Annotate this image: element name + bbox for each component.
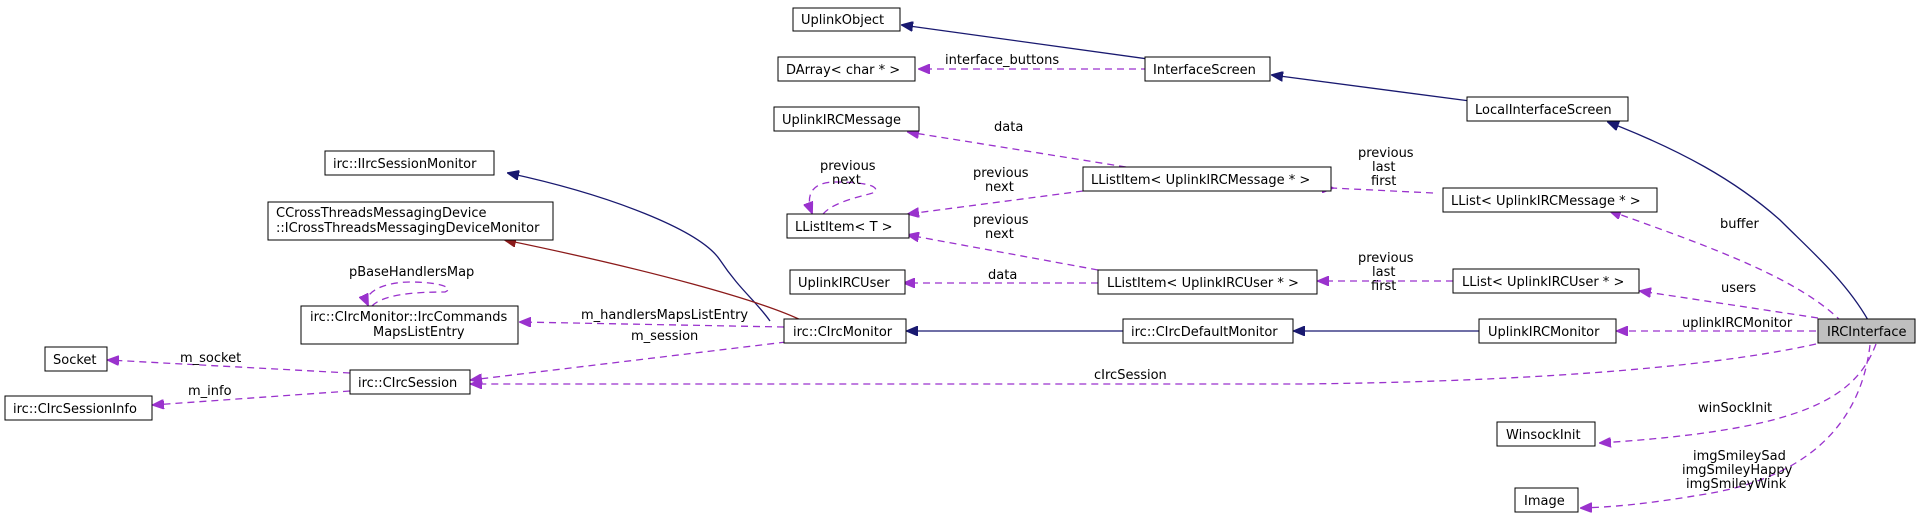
node-llist-message-label: LList< UplinkIRCMessage * > (1451, 194, 1641, 209)
node-llistitem-t-label: LListItem< T > (795, 220, 893, 235)
edge-ircsession-to-socket (108, 360, 351, 374)
edge-ircinterface-to-winsockinit (1600, 343, 1877, 443)
label-winsockinit: winSockInit (1698, 401, 1772, 416)
node-image[interactable]: Image (1514, 487, 1579, 513)
label-m-info: m_info (188, 384, 232, 399)
node-llistitem-user[interactable]: LListItem< UplinkIRCUser * > (1097, 269, 1318, 295)
node-llist-message[interactable]: LList< UplinkIRCMessage * > (1442, 187, 1658, 213)
node-darray-char-label: DArray< char * > (786, 63, 900, 78)
node-uplinkobject[interactable]: UplinkObject (792, 7, 901, 32)
label-buffer: buffer (1720, 217, 1759, 232)
node-uplinkircmessage[interactable]: UplinkIRCMessage (773, 106, 920, 132)
edge-localinterfacescreen-to-interfacescreen (1272, 75, 1471, 102)
node-llistitem-t[interactable]: LListItem< T > (786, 213, 910, 239)
edge-llistitemuser-to-llistitemt (908, 235, 1099, 271)
label-m-socket: m_socket (180, 351, 241, 366)
label-msglist-previous: previous (1358, 146, 1414, 161)
label-useritem-previous: previous (973, 213, 1029, 228)
node-socket[interactable]: Socket (44, 346, 108, 372)
node-iircsessionmonitor[interactable]: irc::IIrcSessionMonitor (324, 150, 495, 176)
edge-ircmonitor-to-commandsmaps (520, 322, 785, 328)
node-uplinkircmonitor[interactable]: UplinkIRCMonitor (1478, 318, 1617, 344)
node-ircsession[interactable]: irc::CIrcSession (349, 369, 471, 395)
node-uplinkircmessage-label: UplinkIRCMessage (782, 113, 901, 128)
node-llist-user-label: LList< UplinkIRCUser * > (1462, 275, 1624, 290)
label-imgsmileysad: imgSmileySad (1693, 449, 1786, 464)
edge-ircsession-to-sessioninfo (153, 390, 351, 405)
edge-ircinterface-to-llistuser (1640, 291, 1819, 319)
node-llistitem-message-label: LListItem< UplinkIRCMessage * > (1091, 173, 1310, 188)
edge-ircmonitor-to-isessionmonitor (508, 173, 771, 322)
node-winsockinit-label: WinsockInit (1506, 428, 1581, 443)
node-ircsessioninfo-label: irc::CIrcSessionInfo (13, 402, 137, 417)
node-irccommands-line2: MapsListEntry (373, 325, 465, 340)
node-iircsessionmonitor-label: irc::IIrcSessionMonitor (333, 157, 477, 172)
node-uplinkircmonitor-label: UplinkIRCMonitor (1488, 325, 1600, 340)
label-userlist-last: last (1372, 265, 1395, 280)
node-darray-char[interactable]: DArray< char * > (777, 56, 916, 82)
edge-ircmonitor-to-ircsession (471, 341, 787, 380)
node-winsockinit[interactable]: WinsockInit (1496, 421, 1596, 447)
node-image-label: Image (1524, 494, 1565, 509)
label-circsession: cIrcSession (1094, 368, 1167, 383)
node-ircsession-label: irc::CIrcSession (358, 376, 457, 391)
node-ircinterface-label: IRCInterface (1827, 325, 1907, 340)
node-crossthreads-line2: ::ICrossThreadsMessagingDeviceMonitor (276, 221, 540, 236)
label-msgitem-next: next (985, 180, 1014, 195)
edge-llistmsg-to-llistitemmsg (1332, 188, 1434, 194)
node-uplinkircuser[interactable]: UplinkIRCUser (789, 269, 906, 295)
label-imgsmileyhappy: imgSmileyHappy (1682, 463, 1793, 478)
node-llistitem-message[interactable]: LListItem< UplinkIRCMessage * > (1082, 166, 1332, 192)
node-uplinkircuser-label: UplinkIRCUser (798, 276, 890, 291)
label-pbasehandlersmap: pBaseHandlersMap (349, 265, 474, 280)
node-socket-label: Socket (53, 353, 97, 368)
node-llistitem-user-label: LListItem< UplinkIRCUser * > (1107, 276, 1299, 291)
node-interfacescreen[interactable]: InterfaceScreen (1144, 56, 1271, 82)
node-ircmonitor[interactable]: irc::CIrcMonitor (783, 318, 907, 344)
label-msgitem-previous: previous (973, 166, 1029, 181)
node-irccommands-mapslistentry[interactable]: irc::CIrcMonitor::IrcCommands MapsListEn… (300, 305, 519, 345)
label-userlist-previous: previous (1358, 251, 1414, 266)
label-users: users (1721, 281, 1756, 296)
label-llistitemt-next: next (832, 173, 861, 188)
label-useritem-next: next (985, 227, 1014, 242)
edge-llistitemmsg-to-uplinkircmessage (908, 132, 1127, 168)
label-m-session: m_session (631, 329, 698, 344)
label-msglist-first: first (1371, 174, 1396, 189)
node-uplinkobject-label: UplinkObject (801, 13, 884, 28)
edge-llistitemmsg-to-llistitemt (908, 190, 1084, 214)
label-imgsmileywink: imgSmileyWink (1686, 477, 1787, 492)
edge-ircmonitor-to-crossthreads (505, 240, 804, 322)
node-crossthreads-line1: CCrossThreadsMessagingDevice (276, 206, 486, 221)
node-ircinterface[interactable]: IRCInterface (1817, 318, 1916, 344)
node-ircsessioninfo[interactable]: irc::CIrcSessionInfo (4, 395, 153, 421)
node-ircdefaultmonitor-label: irc::CIrcDefaultMonitor (1131, 325, 1278, 340)
edge-ircinterface-to-image (1581, 344, 1871, 508)
label-message-data: data (994, 120, 1023, 135)
node-interfacescreen-label: InterfaceScreen (1153, 63, 1256, 78)
label-uplinkircmonitor-member: uplinkIRCMonitor (1682, 316, 1793, 331)
node-localinterfacescreen-label: LocalInterfaceScreen (1475, 103, 1612, 118)
label-llistitemt-previous: previous (820, 159, 876, 174)
node-irccommands-line1: irc::CIrcMonitor::IrcCommands (310, 310, 507, 325)
node-ircmonitor-label: irc::CIrcMonitor (793, 325, 893, 340)
node-crossthreads-monitor[interactable]: CCrossThreadsMessagingDevice ::ICrossThr… (267, 201, 554, 241)
node-localinterfacescreen[interactable]: LocalInterfaceScreen (1466, 96, 1629, 122)
node-ircdefaultmonitor[interactable]: irc::CIrcDefaultMonitor (1122, 318, 1294, 344)
label-msglist-last: last (1372, 160, 1395, 175)
label-interface-buttons: interface_buttons (945, 53, 1059, 68)
edge-ircinterface-to-localinterfacescreen (1608, 122, 1869, 321)
edge-ircinterface-to-ircsession (471, 343, 1817, 384)
label-user-data: data (988, 268, 1017, 283)
edge-interfacescreen-to-uplinkobject (902, 25, 1149, 60)
node-llist-user[interactable]: LList< UplinkIRCUser * > (1452, 268, 1640, 294)
label-userlist-first: first (1371, 279, 1396, 294)
label-m-handlersmapslistentry: m_handlersMapsListEntry (581, 308, 748, 323)
edge-commandsmaps-self (367, 281, 449, 306)
